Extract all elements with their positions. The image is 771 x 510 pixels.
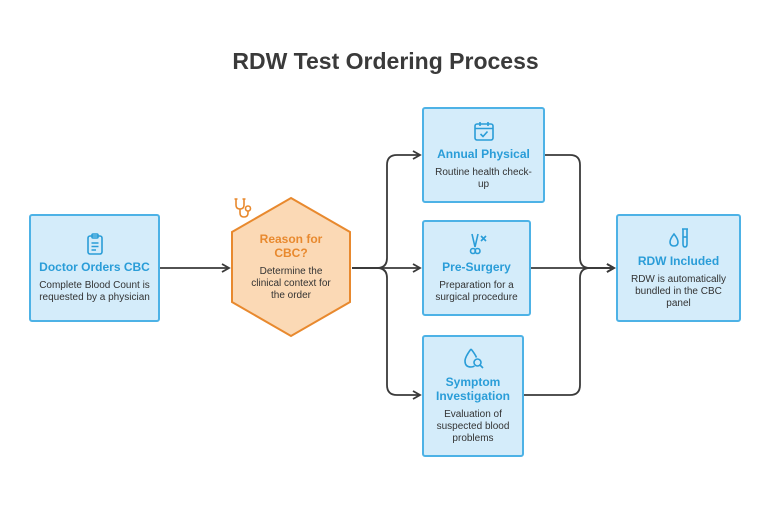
clipboard-icon	[86, 233, 103, 255]
stethoscope-icon	[234, 198, 252, 218]
node-description: Determine the clinical context for the o…	[251, 266, 331, 301]
node-annual-physical[interactable]: Annual Physical Routine health check-up	[422, 107, 545, 203]
arrow-symptom-to-rdw	[524, 263, 616, 396]
node-doctor-orders-cbc[interactable]: Doctor Orders CBC Complete Blood Count i…	[29, 214, 160, 322]
node-title: Annual Physical	[437, 147, 530, 161]
node-title: Doctor Orders CBC	[39, 260, 150, 274]
arrow-reason-to-symptom	[352, 267, 422, 400]
blood-drop-search-icon	[464, 348, 484, 369]
node-rdw-included[interactable]: RDW Included RDW is automatically bundle…	[616, 214, 741, 322]
arrow-reason-to-annual	[352, 150, 422, 269]
node-reason-for-cbc[interactable]: Reason for CBC? Determine the clinical c…	[230, 196, 352, 338]
node-title: Pre-Surgery	[442, 260, 511, 274]
node-title: Reason for CBC?	[259, 232, 323, 260]
diagram-title: RDW Test Ordering Process	[232, 48, 539, 74]
hexagon-shape	[231, 196, 351, 338]
node-symptom-investigation[interactable]: Symptom Investigation Evaluation of susp…	[422, 335, 524, 457]
calendar-check-icon	[473, 122, 494, 141]
node-title: Symptom Investigation	[435, 375, 510, 403]
scissors-icon	[469, 233, 487, 255]
node-description: Routine health check-up	[435, 167, 532, 190]
arrow-annual-to-rdw	[545, 154, 616, 273]
test-tube-drop-icon	[668, 228, 688, 248]
node-description: Evaluation of suspected blood problems	[436, 409, 510, 444]
node-description: Preparation for a surgical procedure	[435, 280, 518, 303]
node-pre-surgery[interactable]: Pre-Surgery Preparation for a surgical p…	[422, 220, 531, 316]
node-title: RDW Included	[637, 254, 720, 268]
node-description: RDW is automatically bundled in the CBC …	[630, 274, 727, 309]
node-description: Complete Blood Count is requested by a p…	[39, 280, 150, 303]
